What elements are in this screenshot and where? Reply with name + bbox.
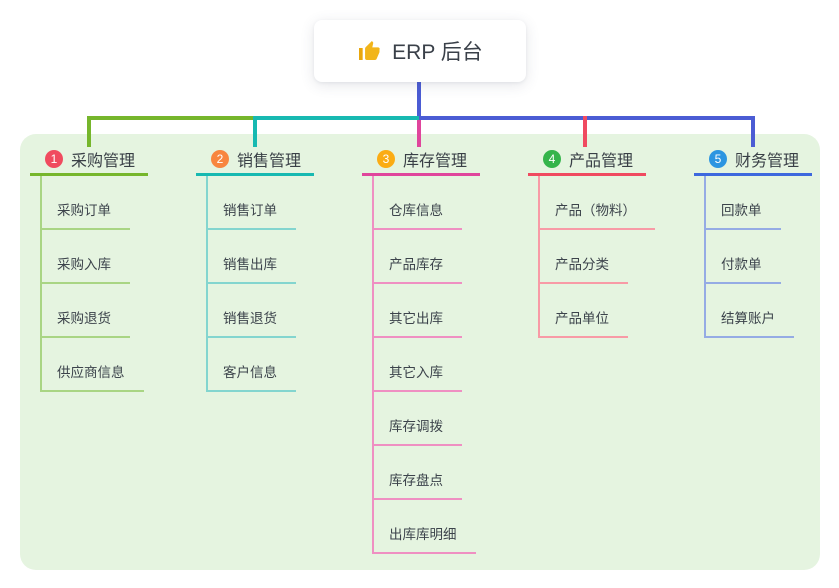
child-node[interactable]: 其它出库 — [372, 284, 462, 338]
branch-1-label: 采购管理 — [71, 153, 136, 170]
branch-1-title-node[interactable]: 1 采购管理 — [30, 145, 148, 176]
branch-2-number-badge: 2 — [211, 150, 229, 168]
child-node[interactable]: 采购退货 — [40, 284, 130, 338]
branch-inventory: 3 库存管理 仓库信息 产品库存 其它出库 其它入库 库存调拨 库存盘点 出库库… — [362, 145, 480, 554]
branch-3-label: 库存管理 — [403, 153, 468, 170]
branch-1-trunk-line — [40, 176, 42, 392]
bus-line-teal — [253, 116, 419, 120]
child-node[interactable]: 其它入库 — [372, 338, 462, 392]
branch-4-drop-line — [583, 116, 587, 147]
branch-2-label: 销售管理 — [237, 153, 302, 170]
branch-3-number-badge: 3 — [377, 150, 395, 168]
branch-2-trunk-line — [206, 176, 208, 392]
branch-3-drop-line — [417, 120, 421, 147]
child-node[interactable]: 仓库信息 — [372, 176, 462, 230]
branch-3-children: 仓库信息 产品库存 其它出库 其它入库 库存调拨 库存盘点 出库库明细 — [362, 176, 480, 554]
branch-product: 4 产品管理 产品（物料） 产品分类 产品单位 — [528, 145, 655, 338]
branch-sales: 2 销售管理 销售订单 销售出库 销售退货 客户信息 — [196, 145, 314, 392]
child-node[interactable]: 出库库明细 — [372, 500, 476, 554]
branch-2-title-node[interactable]: 2 销售管理 — [196, 145, 314, 176]
branches-panel — [20, 134, 820, 570]
child-node[interactable]: 销售退货 — [206, 284, 296, 338]
branch-5-title-node[interactable]: 5 财务管理 — [694, 145, 812, 176]
thumbs-up-icon — [359, 41, 380, 60]
branch-1-drop-line — [87, 116, 91, 147]
branch-5-drop-line — [751, 116, 755, 147]
branch-purchase: 1 采购管理 采购订单 采购入库 采购退货 供应商信息 — [30, 145, 148, 392]
branch-5-label: 财务管理 — [735, 153, 800, 170]
branch-5-trunk-line — [704, 176, 706, 338]
branch-5-children: 回款单 付款单 结算账户 — [694, 176, 812, 338]
branch-2-children: 销售订单 销售出库 销售退货 客户信息 — [196, 176, 314, 392]
child-node[interactable]: 回款单 — [704, 176, 781, 230]
branch-2-drop-line — [253, 116, 257, 147]
child-node[interactable]: 库存调拨 — [372, 392, 462, 446]
branch-4-title-node[interactable]: 4 产品管理 — [528, 145, 646, 176]
child-node[interactable]: 销售订单 — [206, 176, 296, 230]
child-node[interactable]: 采购订单 — [40, 176, 130, 230]
bus-line-blue — [419, 116, 755, 120]
root-node-label: ERP 后台 — [392, 41, 483, 64]
branch-4-children: 产品（物料） 产品分类 产品单位 — [528, 176, 655, 338]
child-node[interactable]: 供应商信息 — [40, 338, 144, 392]
branch-1-number-badge: 1 — [45, 150, 63, 168]
child-node[interactable]: 产品分类 — [538, 230, 628, 284]
branch-4-trunk-line — [538, 176, 540, 338]
child-node[interactable]: 结算账户 — [704, 284, 794, 338]
branch-1-children: 采购订单 采购入库 采购退货 供应商信息 — [30, 176, 148, 392]
root-node[interactable]: ERP 后台 — [314, 20, 526, 82]
branch-3-title-node[interactable]: 3 库存管理 — [362, 145, 480, 176]
branch-5-number-badge: 5 — [709, 150, 727, 168]
child-node[interactable]: 客户信息 — [206, 338, 296, 392]
branch-4-label: 产品管理 — [569, 153, 634, 170]
child-node[interactable]: 产品（物料） — [538, 176, 655, 230]
branch-3-trunk-line — [372, 176, 374, 554]
child-node[interactable]: 产品单位 — [538, 284, 628, 338]
root-connector-line — [417, 82, 421, 118]
child-node[interactable]: 库存盘点 — [372, 446, 462, 500]
child-node[interactable]: 销售出库 — [206, 230, 296, 284]
child-node[interactable]: 产品库存 — [372, 230, 462, 284]
branch-4-number-badge: 4 — [543, 150, 561, 168]
branch-finance: 5 财务管理 回款单 付款单 结算账户 — [694, 145, 812, 338]
bus-line-green — [87, 116, 257, 120]
child-node[interactable]: 付款单 — [704, 230, 781, 284]
child-node[interactable]: 采购入库 — [40, 230, 130, 284]
